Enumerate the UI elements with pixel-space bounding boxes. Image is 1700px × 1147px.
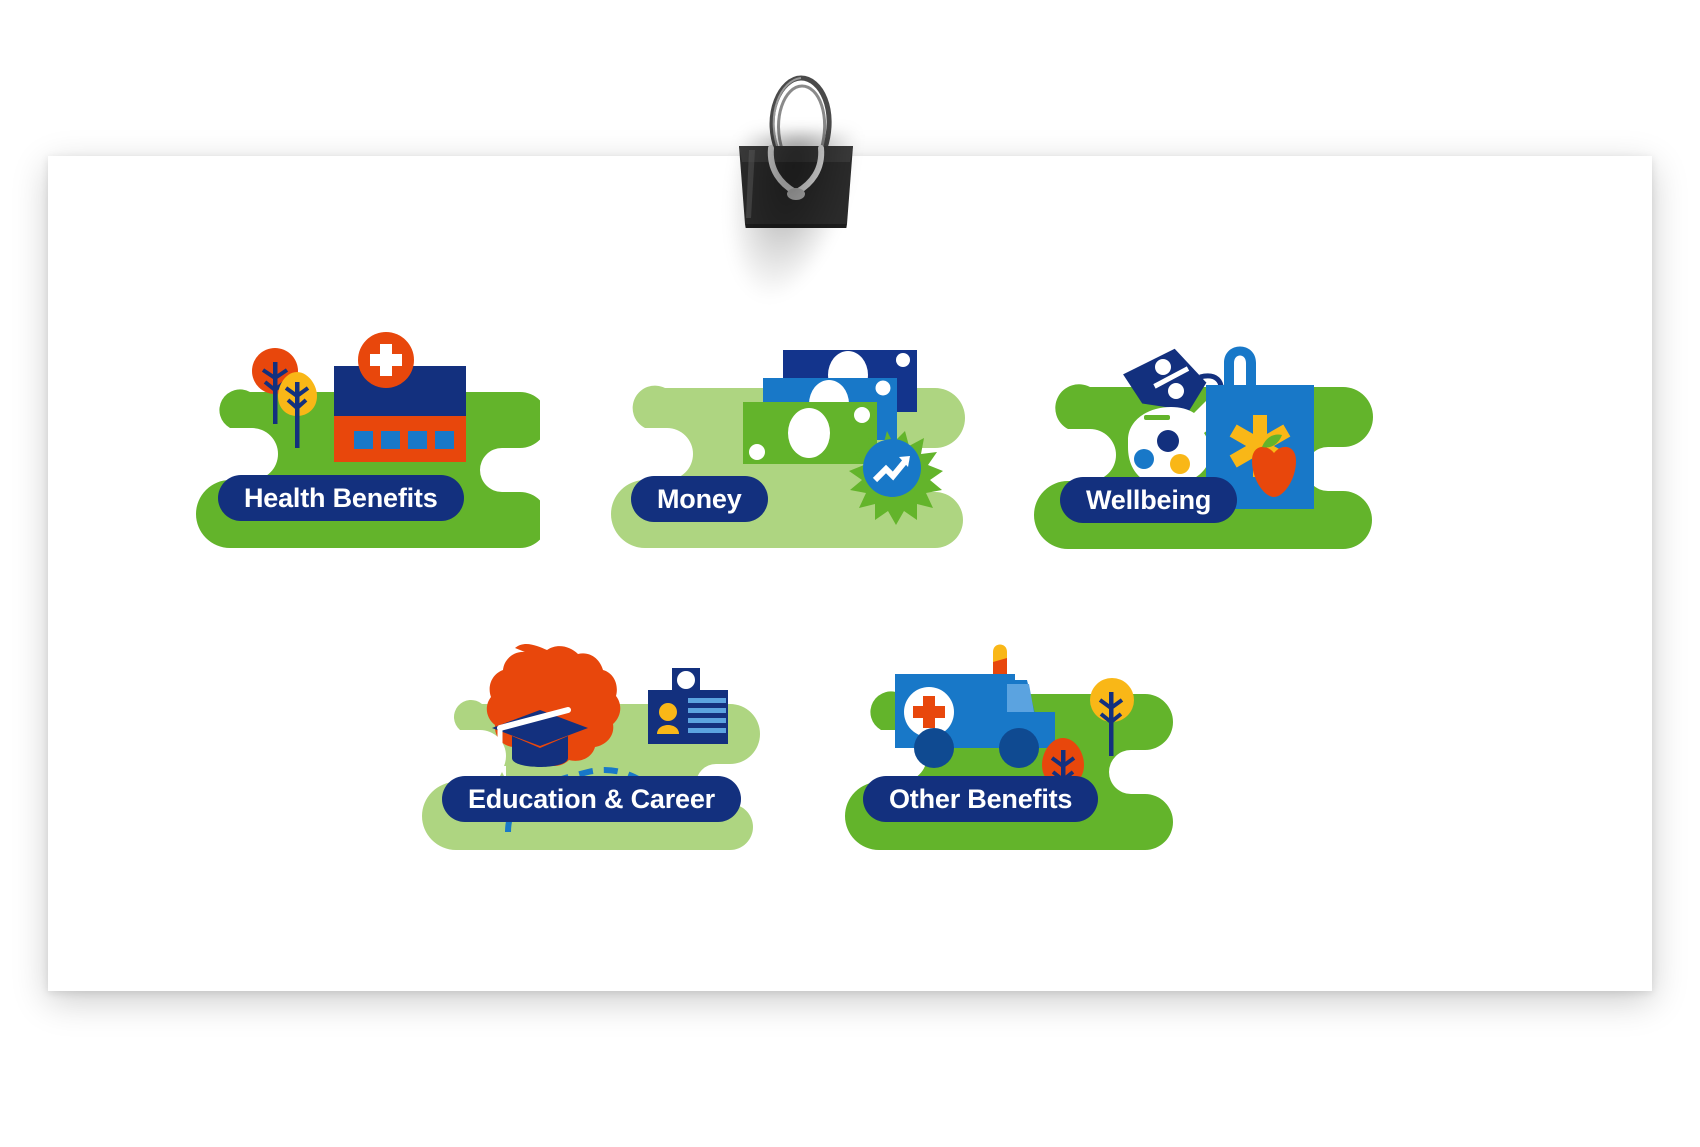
tile-wellbeing[interactable]: Wellbeing — [1028, 325, 1373, 550]
binder-clip — [710, 58, 890, 297]
tile-label-health-benefits[interactable]: Health Benefits — [218, 475, 464, 521]
tile-label-other-benefits[interactable]: Other Benefits — [863, 776, 1099, 822]
tile-other-benefits[interactable]: Other Benefits — [843, 632, 1183, 850]
tile-education-career[interactable]: Education & Career — [420, 632, 765, 850]
tile-label-money[interactable]: Money — [631, 476, 768, 522]
tile-label-education-career[interactable]: Education & Career — [442, 776, 741, 822]
tile-money[interactable]: Money — [605, 330, 965, 550]
paper-sheet — [48, 156, 1652, 991]
binder-clip-icon — [739, 75, 853, 230]
tile-label-wellbeing[interactable]: Wellbeing — [1060, 477, 1238, 523]
tile-health-benefits[interactable]: Health Benefits — [190, 330, 540, 550]
